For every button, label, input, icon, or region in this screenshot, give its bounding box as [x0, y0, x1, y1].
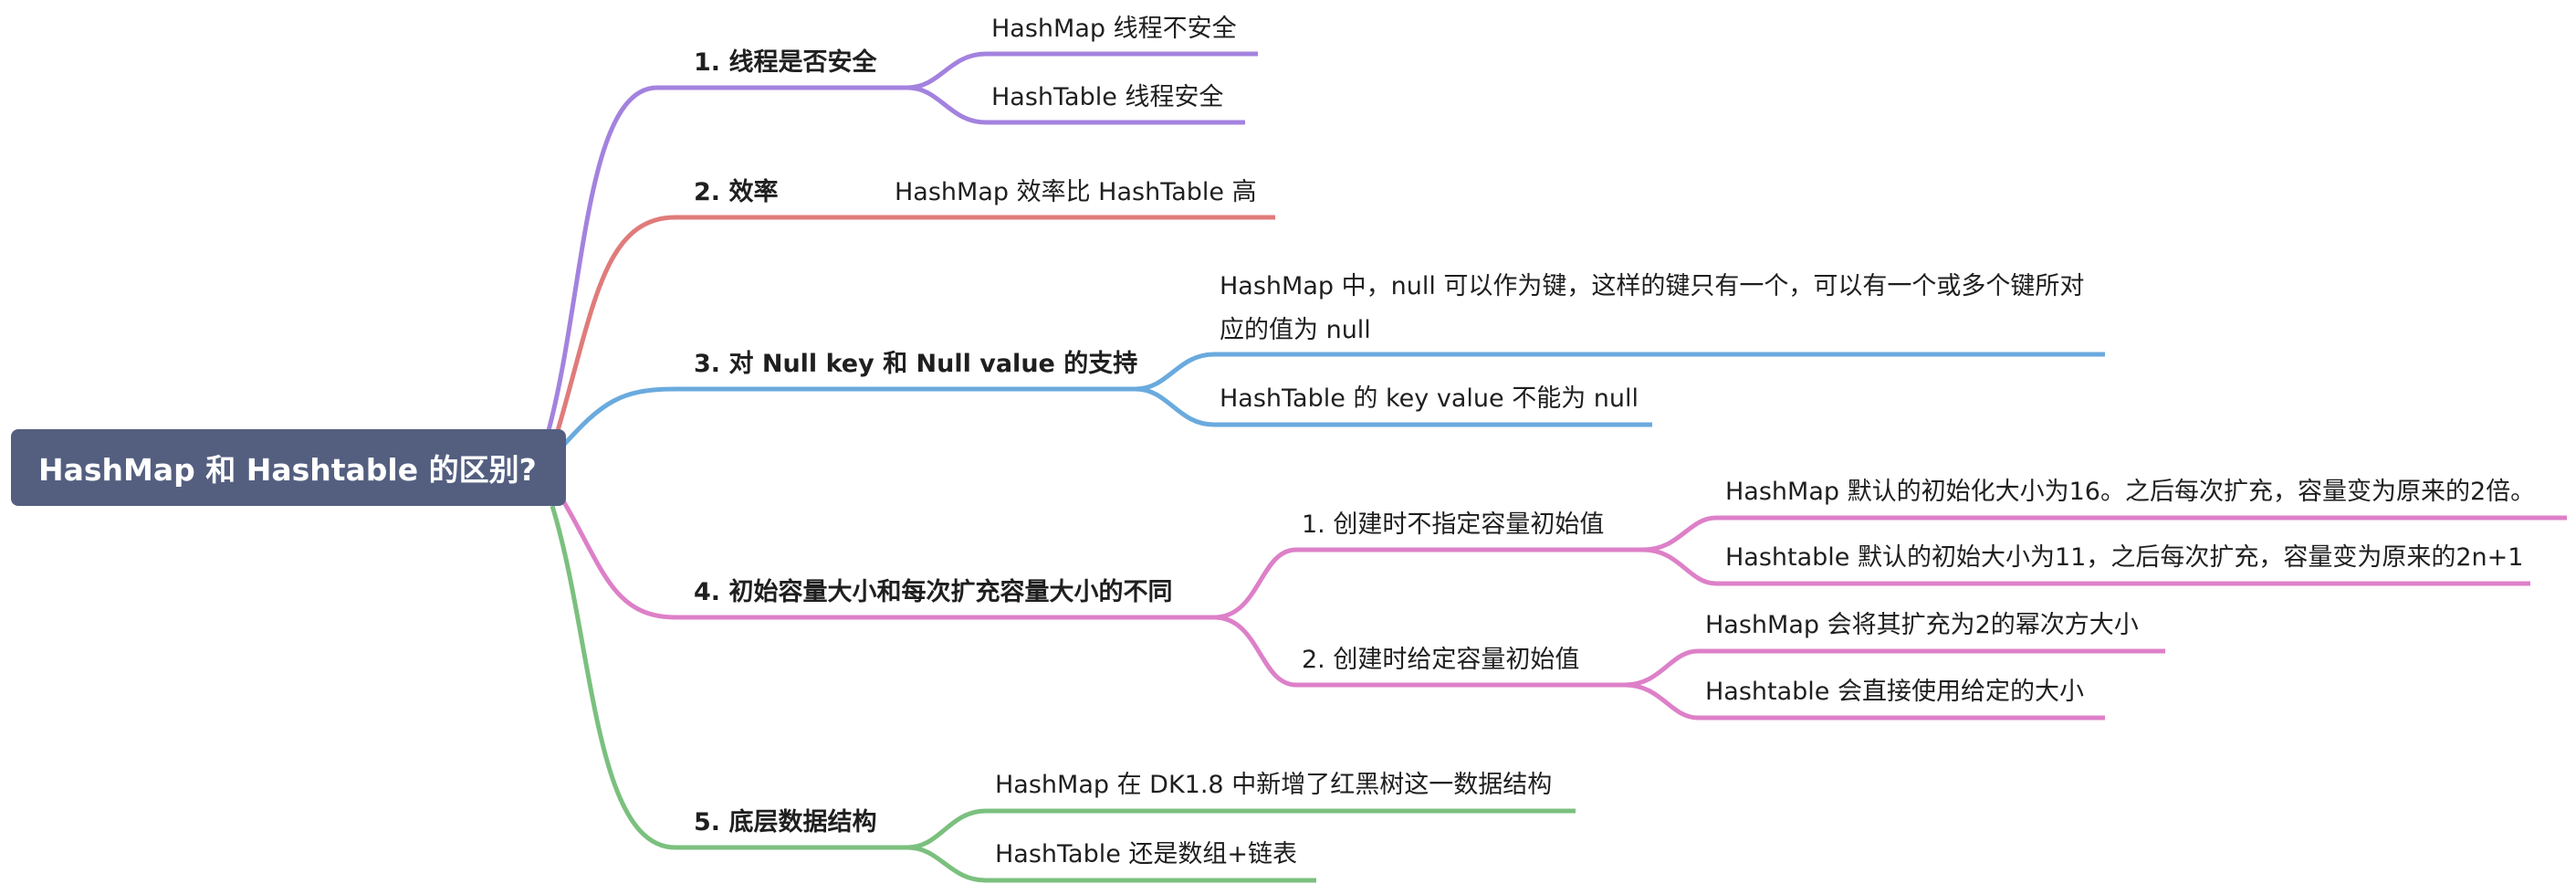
- connector-branch5-child2: [906, 845, 987, 883]
- branch5-label[interactable]: 5. 底层数据结构: [694, 808, 877, 837]
- connector-root-branch2: [554, 215, 676, 435]
- branch4-sub2-label[interactable]: 2. 创建时给定容量初始值: [1302, 646, 1580, 674]
- branch2-label[interactable]: 2. 效率: [694, 178, 779, 206]
- branch3-label[interactable]: 3. 对 Null key 和 Null value 的支持: [694, 350, 1138, 378]
- connector-sub1-child2: [1642, 547, 1717, 586]
- branch1-label[interactable]: 1. 线程是否安全: [694, 48, 877, 77]
- branch2-child1[interactable]: HashMap 效率比 HashTable 高: [895, 178, 1257, 206]
- branch1-child1[interactable]: HashMap 线程不安全: [991, 15, 1237, 43]
- connector-root-branch3: [560, 386, 676, 449]
- connector-branch3-child1: [1135, 352, 1215, 392]
- sub2-child1[interactable]: HashMap 会将其扩充为2的幂次方大小: [1705, 611, 2139, 639]
- connector-branch4-sub1: [1213, 547, 1297, 620]
- sub1-child2[interactable]: Hashtable 默认的初始大小为11，之后每次扩充，容量变为原来的2n+1: [1725, 543, 2524, 572]
- branch3-child1[interactable]: HashMap 中，null 可以作为键，这样的键只有一个，可以有一个或多个键所…: [1220, 272, 2085, 344]
- connector-root-branch1: [545, 85, 658, 435]
- connector-root-branch5: [550, 505, 676, 850]
- connector-root-branch4: [559, 496, 676, 620]
- connector-sub2-child1: [1624, 648, 1699, 688]
- branch3-child2[interactable]: HashTable 的 key value 不能为 null: [1220, 384, 1639, 413]
- connector-branch5-child1: [906, 808, 987, 850]
- connector-branch1-child2: [906, 85, 987, 125]
- branch4-sub1-label[interactable]: 1. 创建时不指定容量初始值: [1302, 510, 1605, 539]
- branch5-child2[interactable]: HashTable 还是数组+链表: [995, 840, 1298, 868]
- connector-branch3-child2: [1135, 386, 1215, 427]
- branch1-child2[interactable]: HashTable 线程安全: [991, 83, 1224, 111]
- connector-branch4-sub2: [1213, 615, 1297, 688]
- root-node[interactable]: HashMap 和 Hashtable 的区别?: [11, 429, 566, 506]
- connector-sub2-child2: [1624, 682, 1699, 721]
- branch5-child1[interactable]: HashMap 在 DK1.8 中新增了红黑树这一数据结构: [995, 771, 1553, 799]
- sub2-child2[interactable]: Hashtable 会直接使用给定的大小: [1705, 678, 2084, 706]
- connector-branch1-child1: [906, 51, 987, 90]
- branch4-label[interactable]: 4. 初始容量大小和每次扩充容量大小的不同: [694, 578, 1173, 606]
- connector-sub1-child1: [1642, 515, 1717, 552]
- sub1-child1[interactable]: HashMap 默认的初始化大小为16。之后每次扩充，容量变为原来的2倍。: [1725, 478, 2536, 506]
